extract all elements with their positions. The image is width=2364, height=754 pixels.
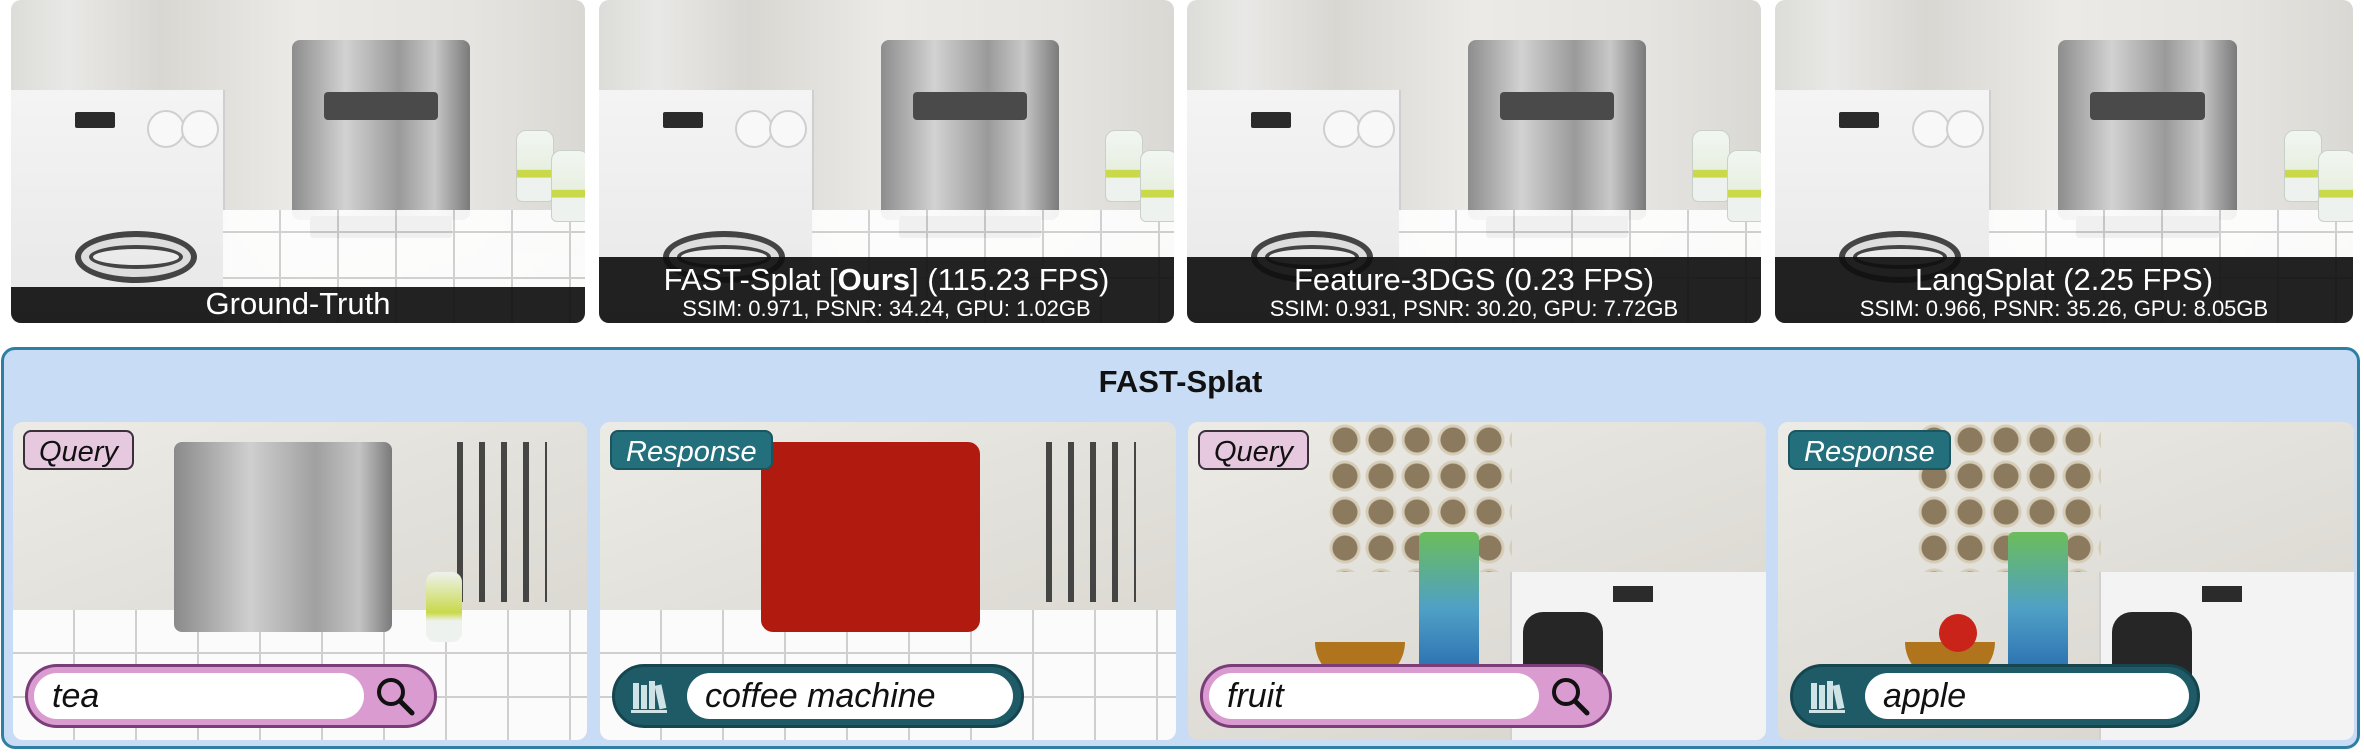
espresso-machine bbox=[173, 442, 392, 632]
knife-rack bbox=[1046, 442, 1136, 602]
response-badge: Response bbox=[1788, 430, 1951, 470]
query-badge: Query bbox=[1198, 430, 1309, 470]
caption-metrics: SSIM: 0.971, PSNR: 34.24, GPU: 1.02GB bbox=[682, 296, 1091, 321]
books-icon bbox=[1809, 681, 1845, 713]
stove bbox=[11, 90, 226, 323]
response-tile-apple: Response apple bbox=[1778, 422, 2354, 740]
caption-bar: Ground-Truth bbox=[11, 287, 585, 323]
apple-highlight bbox=[1939, 614, 1978, 652]
caption-bar: FAST-Splat [Ours] (115.23 FPS) SSIM: 0.9… bbox=[599, 257, 1174, 323]
response-bar: apple bbox=[1790, 664, 2200, 728]
query-tile-fruit: Query fruit bbox=[1188, 422, 1766, 740]
caption-title: Feature-3DGS (0.23 FPS) bbox=[1293, 262, 1655, 297]
utensil-holder bbox=[2008, 532, 2069, 672]
knife-rack bbox=[457, 442, 547, 602]
response-text: apple bbox=[1865, 673, 2189, 719]
magnifier-icon[interactable] bbox=[1545, 673, 1595, 719]
fast-splat-query-panel: FAST-Splat Query tea Response bbox=[1, 347, 2360, 749]
caption-metrics: SSIM: 0.931, PSNR: 30.20, GPU: 7.72GB bbox=[1269, 296, 1679, 321]
coffee-machine-highlight bbox=[761, 442, 981, 632]
caption-title: Ground-Truth bbox=[205, 286, 391, 321]
langsplat-render: LangSplat (2.25 FPS) SSIM: 0.966, PSNR: … bbox=[1775, 0, 2353, 323]
caption-bar: Feature-3DGS (0.23 FPS) SSIM: 0.931, PSN… bbox=[1187, 257, 1761, 323]
fast-splat-render: FAST-Splat [Ours] (115.23 FPS) SSIM: 0.9… bbox=[599, 0, 1174, 323]
response-tile-coffee-machine: Response coffee machine bbox=[600, 422, 1176, 740]
response-bar: coffee machine bbox=[612, 664, 1024, 728]
panel-title: FAST-Splat bbox=[1098, 364, 1263, 399]
caption-title: LangSplat (2.25 FPS) bbox=[1914, 262, 2214, 297]
magnifier-icon[interactable] bbox=[370, 673, 420, 719]
ground-truth-image: Ground-Truth bbox=[11, 0, 585, 323]
caption-metrics: SSIM: 0.966, PSNR: 35.26, GPU: 8.05GB bbox=[1859, 296, 2269, 321]
query-search-bar[interactable]: fruit bbox=[1200, 664, 1612, 728]
query-badge: Query bbox=[23, 430, 134, 470]
query-tile-tea: Query tea bbox=[13, 422, 587, 740]
response-text: coffee machine bbox=[687, 673, 1013, 719]
search-input[interactable]: fruit bbox=[1209, 673, 1539, 719]
search-input[interactable]: tea bbox=[34, 673, 364, 719]
query-search-bar[interactable]: tea bbox=[25, 664, 437, 728]
espresso-machine bbox=[292, 40, 471, 238]
response-badge: Response bbox=[610, 430, 773, 470]
books-icon bbox=[631, 681, 667, 713]
utensil-holder bbox=[1419, 532, 1480, 672]
caption-bar: LangSplat (2.25 FPS) SSIM: 0.966, PSNR: … bbox=[1775, 257, 2353, 323]
caption-title: FAST-Splat [Ours] (115.23 FPS) bbox=[663, 262, 1110, 297]
feature-3dgs-render: Feature-3DGS (0.23 FPS) SSIM: 0.931, PSN… bbox=[1187, 0, 1761, 323]
